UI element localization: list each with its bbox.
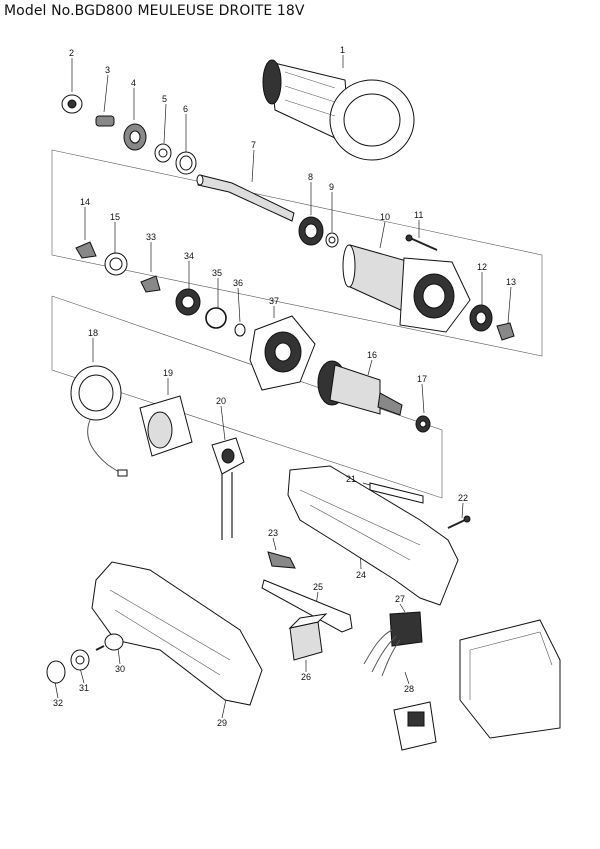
callout-36: 36 — [233, 278, 243, 288]
part-11-screw — [405, 234, 438, 251]
part-3-collet — [95, 115, 115, 127]
callout-29: 29 — [217, 718, 227, 728]
callout-18: 18 — [88, 328, 98, 338]
part-1-housing-cover — [262, 59, 415, 161]
callout-23: 23 — [268, 528, 278, 538]
part-27-controller — [363, 611, 423, 677]
callout-25: 25 — [313, 582, 323, 592]
part-23-switch-lever — [267, 551, 296, 569]
part-34-ball-bearing — [175, 288, 201, 316]
callout-35: 35 — [212, 268, 222, 278]
part-7-spindle — [196, 174, 295, 222]
callout-28: 28 — [404, 684, 414, 694]
callout-labels: 1 2 3 4 5 6 7 8 9 10 11 12 13 14 15 16 1… — [53, 45, 516, 728]
callout-13: 13 — [506, 277, 516, 287]
part-18-sensor-board — [70, 365, 128, 477]
callout-3: 3 — [105, 65, 110, 75]
part-14-plate — [75, 241, 97, 259]
part-5-washer — [154, 143, 172, 163]
part-4-lock-ring — [123, 123, 147, 151]
callout-21: 21 — [346, 474, 356, 484]
callout-27: 27 — [395, 594, 405, 604]
callout-31: 31 — [79, 683, 89, 693]
part-36-ring — [234, 323, 246, 337]
part-20-switch — [211, 437, 245, 540]
parts — [46, 59, 561, 751]
part-24-housing-half — [287, 465, 459, 606]
callout-19: 19 — [163, 368, 173, 378]
part-32-cap — [46, 660, 66, 684]
callout-5: 5 — [162, 94, 167, 104]
callout-2: 2 — [69, 48, 74, 58]
part-16-armature — [317, 360, 403, 416]
callout-30: 30 — [115, 664, 125, 674]
part-8-ball-bearing — [298, 216, 324, 246]
part-10-motor-housing — [342, 244, 471, 333]
battery-pack — [459, 619, 561, 739]
callout-20: 20 — [216, 396, 226, 406]
callout-8: 8 — [308, 172, 313, 182]
callout-11: 11 — [414, 210, 423, 220]
callout-16: 16 — [367, 350, 377, 360]
part-26-switch-unit — [288, 613, 328, 661]
callout-17: 17 — [417, 374, 427, 384]
callout-1: 1 — [340, 45, 345, 55]
part-22-screw — [447, 515, 471, 529]
callout-9: 9 — [329, 182, 334, 192]
callout-22: 22 — [458, 493, 468, 503]
part-9-retaining-ring — [325, 232, 339, 248]
callout-7: 7 — [251, 140, 256, 150]
part-17-nut — [415, 415, 431, 433]
callout-32: 32 — [53, 698, 63, 708]
part-30-button — [95, 633, 124, 651]
callout-33: 33 — [146, 232, 156, 242]
part-12-ball-bearing — [469, 304, 493, 332]
part-19-stator — [139, 395, 193, 457]
callout-15: 15 — [110, 212, 120, 222]
callout-4: 4 — [131, 78, 136, 88]
page-title: Model No.BGD800 MEULEUSE DROITE 18V — [4, 3, 305, 19]
part-31-knob — [70, 649, 90, 671]
leader-lines — [54, 55, 512, 719]
callout-10: 10 — [380, 212, 390, 222]
callout-26: 26 — [301, 672, 311, 682]
part-33-plate — [140, 275, 161, 293]
part-15-washer — [104, 252, 128, 276]
callout-34: 34 — [184, 251, 194, 261]
part-37-motor-cover — [249, 315, 316, 391]
callout-12: 12 — [477, 262, 487, 272]
part-2-collet-nut — [61, 94, 83, 114]
part-21-label — [369, 482, 424, 504]
part-29-housing-half — [91, 561, 263, 706]
part-25-lever — [261, 579, 353, 633]
part-13-nut — [496, 322, 515, 341]
callout-37: 37 — [269, 296, 279, 306]
assembly-guide-lines — [51, 149, 543, 499]
callout-14: 14 — [80, 197, 90, 207]
callout-6: 6 — [183, 104, 188, 114]
part-6-ring — [175, 151, 197, 175]
part-28-terminal — [393, 701, 437, 751]
callout-24: 24 — [356, 570, 366, 580]
part-35-o-ring — [205, 307, 227, 329]
